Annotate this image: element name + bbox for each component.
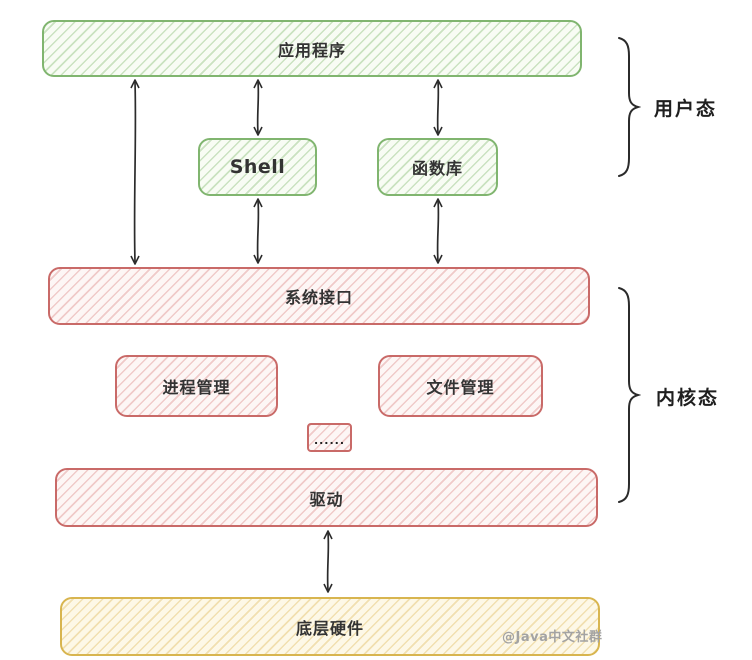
arrow-application-function-library <box>433 79 443 136</box>
box-file-management-label: 文件管理 <box>426 378 495 397</box>
brace-kernel-mode <box>618 287 641 503</box>
box-shell: Shell <box>198 138 317 196</box>
box-process-management-label: 进程管理 <box>162 378 231 397</box>
box-application-label: 应用程序 <box>277 40 346 60</box>
box-application: 应用程序 <box>42 20 582 77</box>
brace-user-mode <box>618 37 641 177</box>
arrow-application-shell <box>253 79 263 136</box>
box-ellipsis-label: ...... <box>313 434 346 447</box>
watermark: @Java中文社群 <box>502 630 603 645</box>
user-mode-label: 用户态 <box>654 98 718 120</box>
box-driver: 驱动 <box>55 468 598 527</box>
kernel-mode-label: 内核态 <box>656 387 720 409</box>
box-underlying-hardware-label: 底层硬件 <box>295 618 364 638</box>
box-driver-label: 驱动 <box>309 489 344 509</box>
arrow-application-system-interface <box>130 79 140 265</box>
box-shell-label: Shell <box>229 156 286 178</box>
box-process-management: 进程管理 <box>115 355 278 417</box>
box-system-interface-label: 系统接口 <box>284 288 353 307</box>
arrow-function-library-system-interface <box>433 198 443 264</box>
arrow-shell-system-interface <box>253 198 263 264</box>
arrow-driver-hardware <box>323 530 333 593</box>
box-underlying-hardware: 底层硬件 <box>60 597 600 656</box>
box-system-interface: 系统接口 <box>48 267 590 325</box>
box-ellipsis-more-modules: ...... <box>307 423 352 452</box>
box-file-management: 文件管理 <box>378 355 543 417</box>
box-function-library-label: 函数库 <box>411 159 463 178</box>
box-function-library: 函数库 <box>377 138 498 196</box>
